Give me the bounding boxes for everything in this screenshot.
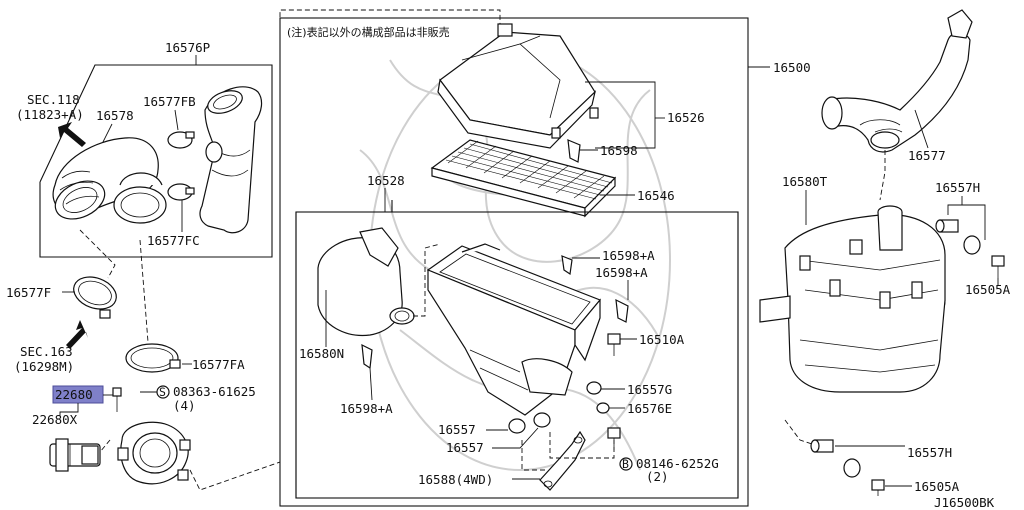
label-bolt-b[interactable]: 08146-6252G [636, 456, 719, 471]
collar-16557H-upper [935, 219, 959, 233]
bracket-16588 [539, 430, 586, 491]
label-16526[interactable]: 16526 [667, 110, 705, 125]
filter-16546 [430, 139, 617, 218]
hose-16578 [52, 137, 167, 224]
clip-16598 [567, 139, 581, 163]
label-16577FA[interactable]: 16577FA [192, 357, 245, 372]
label-16576E[interactable]: 16576E [627, 401, 672, 416]
label-16557-2[interactable]: 16557 [446, 440, 484, 455]
label-screw-s[interactable]: 08363-61625 [173, 384, 256, 399]
label-16580N[interactable]: 16580N [299, 346, 344, 361]
grommet-16557H-upper [963, 235, 981, 255]
label-16598A-1[interactable]: 16598+A [602, 248, 655, 263]
label-16557G[interactable]: 16557G [627, 382, 672, 397]
grommet-16557-1 [508, 418, 526, 434]
label-sec118[interactable]: SEC.118 [27, 92, 80, 107]
label-16505A-1[interactable]: 16505A [965, 282, 1011, 297]
bolt-16510A [607, 333, 621, 356]
clamp-16577FB [167, 131, 195, 149]
label-16588[interactable]: 16588(4WD) [418, 472, 493, 487]
label-16546[interactable]: 16546 [637, 188, 675, 203]
label-16577[interactable]: 16577 [908, 148, 946, 163]
note-jp: (注)表記以外の構成部品は非販売 [287, 25, 450, 39]
sensor-22680X [49, 438, 101, 472]
collar-16557H-lower [810, 439, 834, 453]
clip-16598A-1 [561, 255, 573, 276]
group-16576P: 16576P SEC.118 (11823+A) 16578 16577FB 1… [16, 40, 273, 258]
label-16598A-2[interactable]: 16598+A [595, 265, 648, 280]
label-16557-1[interactable]: 16557 [438, 422, 476, 437]
label-16510A[interactable]: 16510A [639, 332, 685, 347]
lower-case-16528 [426, 243, 601, 416]
diagram-code: J16500BK [934, 495, 995, 510]
label-16580T[interactable]: 16580T [782, 174, 828, 189]
clip-16598A-2 [615, 298, 629, 323]
circle-b-icon [619, 457, 633, 471]
bolt-08146 [607, 427, 621, 450]
label-16577FC[interactable]: 16577FC [147, 233, 200, 248]
bolt-16505A-lower [871, 479, 885, 496]
duct-16580N [317, 227, 415, 337]
circle-s-letter: S [159, 385, 166, 399]
label-22680[interactable]: 22680 [55, 387, 93, 402]
arrow-sec118-icon [58, 122, 86, 147]
label-screw-s-qty[interactable]: (4) [173, 398, 196, 413]
grommet-16557H-lower [843, 458, 861, 478]
label-16505A-2[interactable]: 16505A [914, 479, 960, 494]
label-16528[interactable]: 16528 [367, 173, 405, 188]
resonator-16580T [759, 205, 946, 393]
label-22680X[interactable]: 22680X [32, 412, 78, 427]
label-sec118-ref[interactable]: (11823+A) [16, 107, 84, 122]
clamp-16577FA [125, 343, 181, 373]
label-16576P[interactable]: 16576P [165, 40, 210, 55]
bolt-16505A-upper [991, 255, 1005, 278]
label-16598A-3[interactable]: 16598+A [340, 401, 393, 416]
upper-cover-16526 [437, 23, 599, 149]
label-16598[interactable]: 16598 [600, 143, 638, 158]
clamp-16577FC [167, 183, 195, 201]
airflow-meter-body [117, 421, 191, 485]
clamp-16577F [73, 276, 117, 319]
label-bolt-b-qty[interactable]: (2) [646, 469, 669, 484]
group-16500: 16500 (注)表記以外の構成部品は非販売 16526 16598 [279, 17, 811, 507]
clip-16598A-3 [361, 343, 373, 370]
duct-16576P [199, 86, 263, 234]
label-16557H-1[interactable]: 16557H [935, 180, 980, 195]
grommet-16557G [586, 381, 602, 395]
label-16578[interactable]: 16578 [96, 108, 134, 123]
part-16576E [596, 402, 610, 414]
duct-16577 [821, 9, 973, 153]
label-sec163-ref[interactable]: (16298M) [14, 359, 74, 374]
grommet-16557-2 [533, 412, 551, 428]
label-16577FB[interactable]: 16577FB [143, 94, 196, 109]
label-sec163[interactable]: SEC.163 [20, 344, 73, 359]
circle-b-letter: B [622, 457, 629, 471]
label-16500[interactable]: 16500 [773, 60, 811, 75]
label-16577F[interactable]: 16577F [6, 285, 51, 300]
label-16557H-2[interactable]: 16557H [907, 445, 952, 460]
screw-22680 [112, 387, 122, 412]
arrow-sec163-icon [66, 320, 88, 349]
